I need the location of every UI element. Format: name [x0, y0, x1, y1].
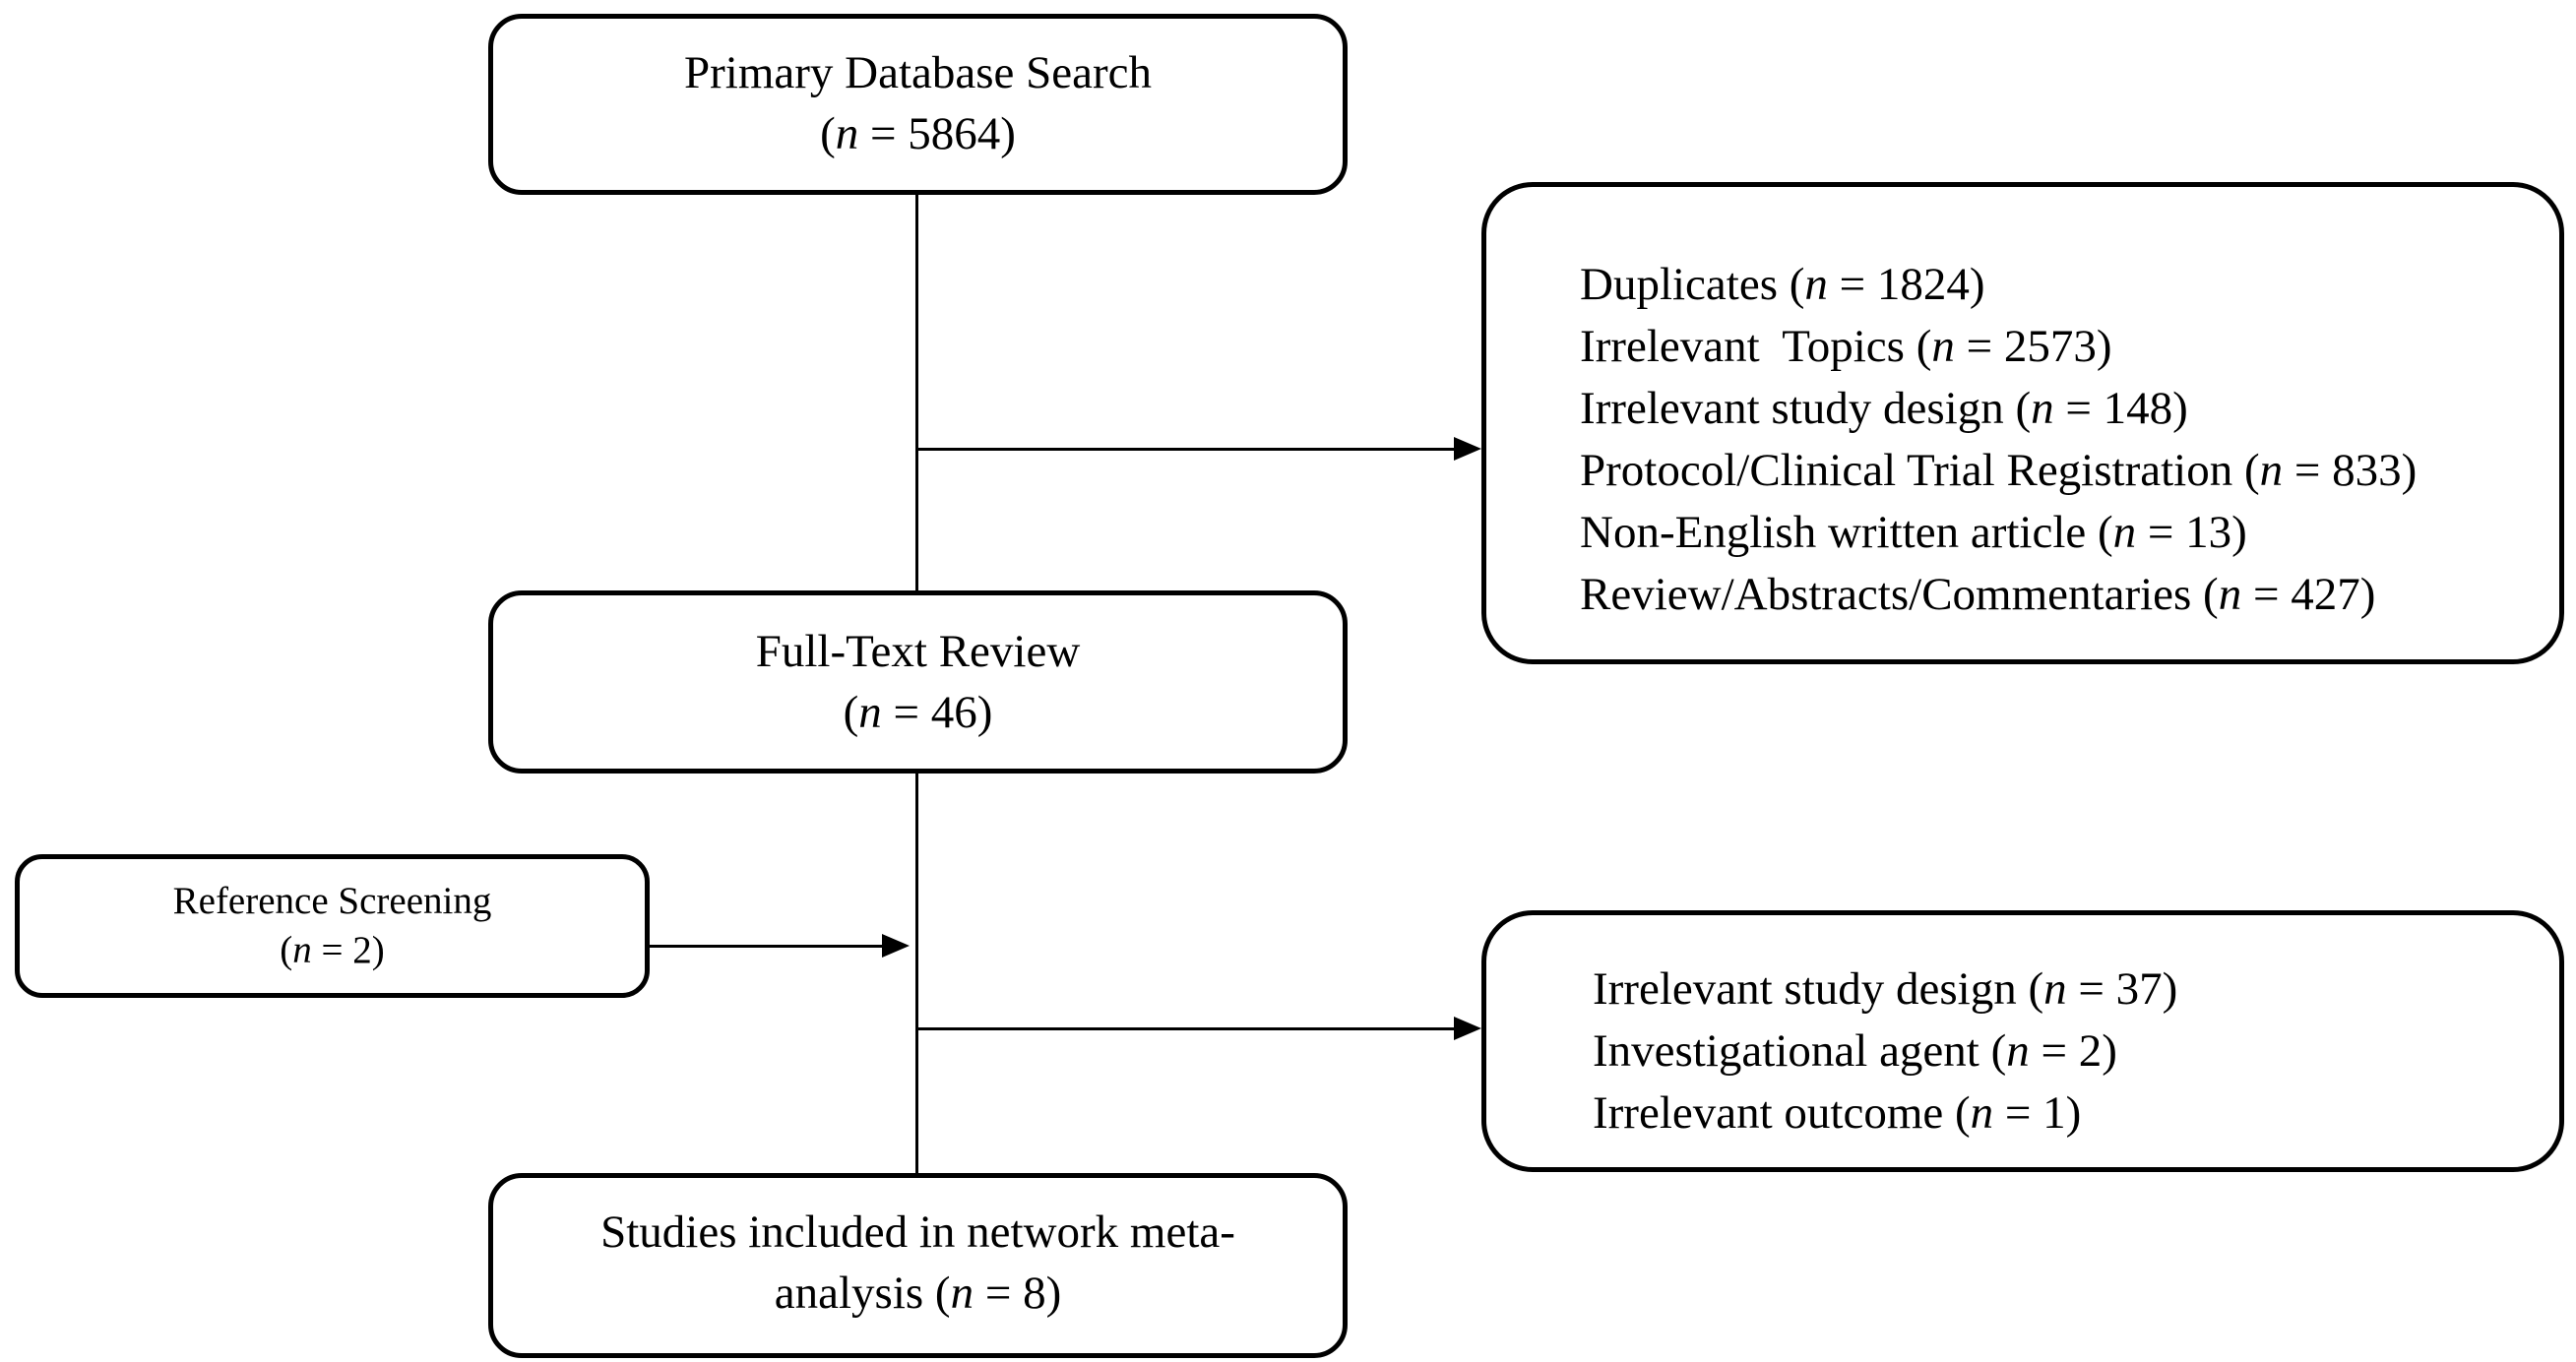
box-exclusions-fulltext: Irrelevant study design (n = 37) Investig…: [1481, 910, 2564, 1172]
box-reference-screening: Reference Screening (n = 2): [15, 854, 650, 998]
box-exclusions-screening: Duplicates (n = 1824) Irrelevant Topics (…: [1481, 182, 2564, 664]
box-title: Primary Database Search: [683, 47, 1153, 98]
exclusion-item: Irrelevant study design (n = 37): [1593, 963, 2178, 1015]
exclusion-list-screening: Duplicates (n = 1824) Irrelevant Topics (…: [1580, 254, 2417, 626]
box-title: Studies included in network meta-: [600, 1207, 1235, 1258]
box-count: (n = 5864): [820, 108, 1016, 159]
exclusion-item: Protocol/Clinical Trial Registration (n …: [1580, 445, 2418, 496]
box-title: Reference Screening: [172, 880, 492, 922]
box-full-text-review: Full-Text Review (n = 46): [488, 590, 1348, 774]
exclusion-item: Review/Abstracts/Commentaries (n = 427): [1580, 569, 2376, 620]
exclusion-item: Irrelevant outcome (n = 1): [1593, 1087, 2082, 1139]
exclusion-item: Duplicates (n = 1824): [1580, 259, 1985, 310]
box-primary-database-search: Primary Database Search (n = 5864): [488, 14, 1348, 195]
box-count: (n = 2): [280, 929, 385, 971]
exclusion-item: Irrelevant Topics (n = 2573): [1580, 321, 2112, 372]
arrowhead-exclusions-screening-icon: [1454, 437, 1481, 461]
box-count: analysis (n = 8): [774, 1268, 1062, 1319]
connector-branch-exclusions-screening: [916, 448, 1458, 451]
exclusion-item: Non-English written article (n = 13): [1580, 507, 2247, 558]
arrowhead-exclusions-fulltext-icon: [1454, 1017, 1481, 1040]
connector-fulltext-to-included: [915, 772, 918, 1173]
box-title: Full-Text Review: [755, 626, 1081, 677]
arrowhead-reference-screening-icon: [882, 934, 910, 958]
connector-branch-exclusions-fulltext: [916, 1027, 1458, 1030]
box-count: (n = 46): [843, 687, 993, 738]
exclusion-item: Investigational agent (n = 2): [1593, 1025, 2117, 1077]
exclusion-item: Irrelevant study design (n = 148): [1580, 383, 2188, 434]
connector-primary-to-fulltext: [915, 193, 918, 592]
exclusion-list-fulltext: Irrelevant study design (n = 37) Investig…: [1593, 959, 2177, 1145]
connector-reference-screening: [650, 945, 886, 948]
box-included-studies: Studies included in network meta- analys…: [488, 1173, 1348, 1358]
